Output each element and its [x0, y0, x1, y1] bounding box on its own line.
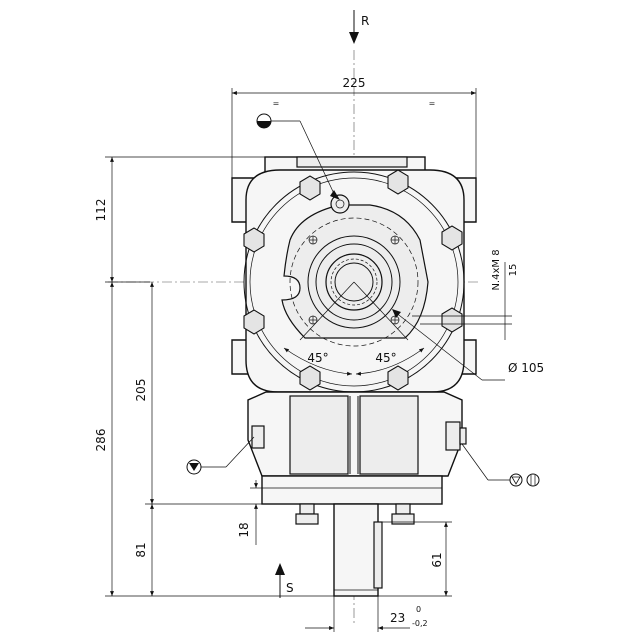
bolt	[243, 227, 265, 253]
dim-shaft-length: 61	[378, 521, 452, 597]
bolt	[387, 365, 409, 391]
gearbox-housing	[231, 156, 477, 393]
dim-bolt-circle: Ø 105	[392, 309, 544, 381]
bolt	[299, 175, 321, 201]
angle-dimensions: 45° 45°	[283, 281, 425, 376]
dim-total-height-value: 286	[94, 429, 108, 452]
thread-depth: 15	[508, 264, 519, 277]
output-shaft-arrow: S	[275, 563, 294, 598]
bolt	[441, 307, 463, 333]
input-shaft-arrow: R	[349, 10, 369, 44]
dim-flange-thickness-value: 18	[237, 522, 251, 537]
tolerance-upper: 0	[416, 605, 421, 614]
dim-bottom-height-value: 81	[134, 542, 148, 557]
equal-mark-left: =	[273, 99, 280, 108]
dim-center-height: 205	[134, 282, 262, 505]
dim-flange-thickness: 18	[237, 480, 262, 545]
dim-shaft-length-value: 61	[430, 552, 444, 567]
dim-total-height: 286	[94, 282, 334, 597]
dim-center-height-value: 205	[134, 379, 148, 402]
output-shaft-label: S	[286, 581, 294, 595]
thread-callout: N.4xM 8 15	[412, 249, 519, 340]
dim-width: 225 = =	[231, 76, 477, 178]
dim-bottom-height: 81	[134, 504, 154, 596]
bolt	[441, 225, 463, 251]
flange-bolts	[243, 169, 463, 391]
tolerance-lower: -0,2	[412, 619, 428, 628]
bolt	[299, 365, 321, 391]
dim-shaft-diameter: 23 0 -0,2	[305, 596, 428, 632]
dim-top-height-value: 112	[94, 199, 108, 222]
oil-drain-icon	[186, 436, 255, 475]
bolt	[387, 169, 409, 195]
dim-width-value: 225	[343, 76, 366, 90]
oil-level-icon	[256, 113, 340, 200]
dim-shaft-diameter-value: 23	[390, 611, 405, 625]
angle-right-value: 45°	[375, 351, 396, 365]
input-shaft-label: R	[361, 14, 369, 28]
lower-gear-housing	[247, 391, 467, 525]
equal-mark-right: =	[429, 99, 436, 108]
bolt	[243, 309, 265, 335]
dim-bolt-circle-value: Ø 105	[508, 361, 544, 375]
oil-vent-icon	[461, 443, 540, 487]
thread-spec: N.4xM 8	[491, 249, 502, 290]
angle-left-value: 45°	[307, 351, 328, 365]
output-shaft	[333, 503, 383, 597]
